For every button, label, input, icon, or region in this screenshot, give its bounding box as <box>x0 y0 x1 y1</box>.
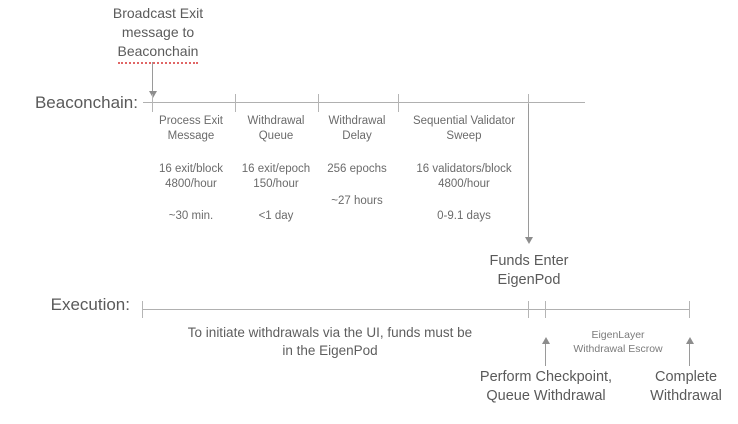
title-line-3: Beaconchain <box>98 42 218 64</box>
checkpoint-marker-line <box>545 343 546 366</box>
title-line-2: message to <box>121 24 195 40</box>
phase-sequential-validator-sweep: Sequential Validator Sweep 16 validators… <box>400 114 528 224</box>
phase-rate: 16 exit/block 4800/hour <box>147 162 235 192</box>
beaconchain-tick-1 <box>235 94 236 112</box>
execution-caption-line-1: To initiate withdrawals via the UI, fund… <box>187 325 473 340</box>
complete-marker-line <box>689 343 690 366</box>
execution-tick-complete <box>689 301 690 318</box>
funds-enter-line-2: EigenPod <box>497 272 561 288</box>
misspelled-word: Beaconchain <box>117 42 199 64</box>
beaconchain-axis <box>143 102 585 103</box>
phase-name-line-1: Sequential Validator <box>412 115 516 127</box>
phase-withdrawal-delay: Withdrawal Delay 256 epochs ~27 hours <box>315 114 399 209</box>
phase-rate: 256 epochs <box>315 162 399 177</box>
beaconchain-tick-2 <box>318 94 319 112</box>
milestone-line-1: Perform Checkpoint, <box>479 369 613 385</box>
phase-rate-line-2: 4800/hour <box>438 178 490 190</box>
title-connector-line <box>152 62 153 92</box>
milestone-perform-checkpoint: Perform Checkpoint, Queue Withdrawal <box>471 368 621 406</box>
phase-name-line-1: Process Exit <box>159 115 223 127</box>
funds-connector-line <box>528 104 529 238</box>
milestone-complete-withdrawal: Complete Withdrawal <box>634 368 738 406</box>
milestone-line-2: Withdrawal <box>650 388 722 404</box>
phase-name: Sequential Validator Sweep <box>400 114 528 144</box>
diagram-title: Broadcast Exit message to Beaconchain <box>98 4 218 64</box>
execution-tick-checkpoint <box>545 301 546 318</box>
execution-axis <box>142 309 690 310</box>
phase-withdrawal-queue: Withdrawal Queue 16 exit/epoch 150/hour … <box>232 114 320 224</box>
phase-duration: ~27 hours <box>331 195 383 207</box>
beaconchain-tick-4 <box>528 94 529 112</box>
phase-rate: 16 exit/epoch 150/hour <box>232 162 320 192</box>
escrow-note-line-2: Withdrawal Escrow <box>573 343 663 355</box>
phase-rate-line-1: 16 exit/block <box>159 163 223 175</box>
execution-row-label: Execution: <box>50 295 130 314</box>
phase-name-line-2: Queue <box>258 130 294 142</box>
funds-enter-line-1: Funds Enter <box>489 253 569 269</box>
escrow-note-line-1: EigenLayer <box>591 329 645 341</box>
phase-name-line-1: Withdrawal <box>328 115 386 127</box>
phase-name-line-2: Delay <box>342 130 372 142</box>
milestone-line-2: Queue Withdrawal <box>486 388 606 404</box>
phase-rate-line-2: 4800/hour <box>165 178 217 190</box>
phase-name: Withdrawal Delay <box>315 114 399 144</box>
phase-name-line-2: Message <box>167 130 215 142</box>
title-line-1: Broadcast Exit <box>112 5 204 21</box>
title-connector-arrow-icon <box>149 91 157 98</box>
phase-duration: <1 day <box>258 210 294 222</box>
phase-name-line-2: Sweep <box>446 130 482 142</box>
phase-duration: ~30 min. <box>168 210 214 222</box>
phase-rate-line-2: 150/hour <box>253 178 299 190</box>
beaconchain-tick-0 <box>152 94 153 112</box>
phase-rate: 16 validators/block 4800/hour <box>400 162 528 192</box>
execution-tick-start <box>142 301 143 318</box>
funds-enter-eigenpod-label: Funds Enter EigenPod <box>458 252 600 290</box>
milestone-line-1: Complete <box>654 369 718 385</box>
phase-name-line-1: Withdrawal <box>247 115 305 127</box>
eigenlayer-withdrawal-escrow-note: EigenLayer Withdrawal Escrow <box>556 328 680 356</box>
phase-process-exit-message: Process Exit Message 16 exit/block 4800/… <box>147 114 235 224</box>
beaconchain-row-label: Beaconchain: <box>34 93 138 112</box>
execution-caption: To initiate withdrawals via the UI, fund… <box>180 324 480 360</box>
phase-name: Withdrawal Queue <box>232 114 320 144</box>
phase-rate-line-1: 16 validators/block <box>416 163 512 175</box>
complete-marker-arrow-icon <box>686 337 694 344</box>
beaconchain-tick-3 <box>398 94 399 112</box>
funds-connector-arrow-icon <box>525 237 533 244</box>
execution-tick-funds-arrival <box>528 301 529 318</box>
phase-rate-line-1: 256 epochs <box>327 163 387 175</box>
phase-name: Process Exit Message <box>147 114 235 144</box>
phase-rate-line-1: 16 exit/epoch <box>241 163 311 175</box>
phase-duration: 0-9.1 days <box>437 210 491 222</box>
execution-caption-line-2: in the EigenPod <box>282 343 378 358</box>
checkpoint-marker-arrow-icon <box>542 337 550 344</box>
